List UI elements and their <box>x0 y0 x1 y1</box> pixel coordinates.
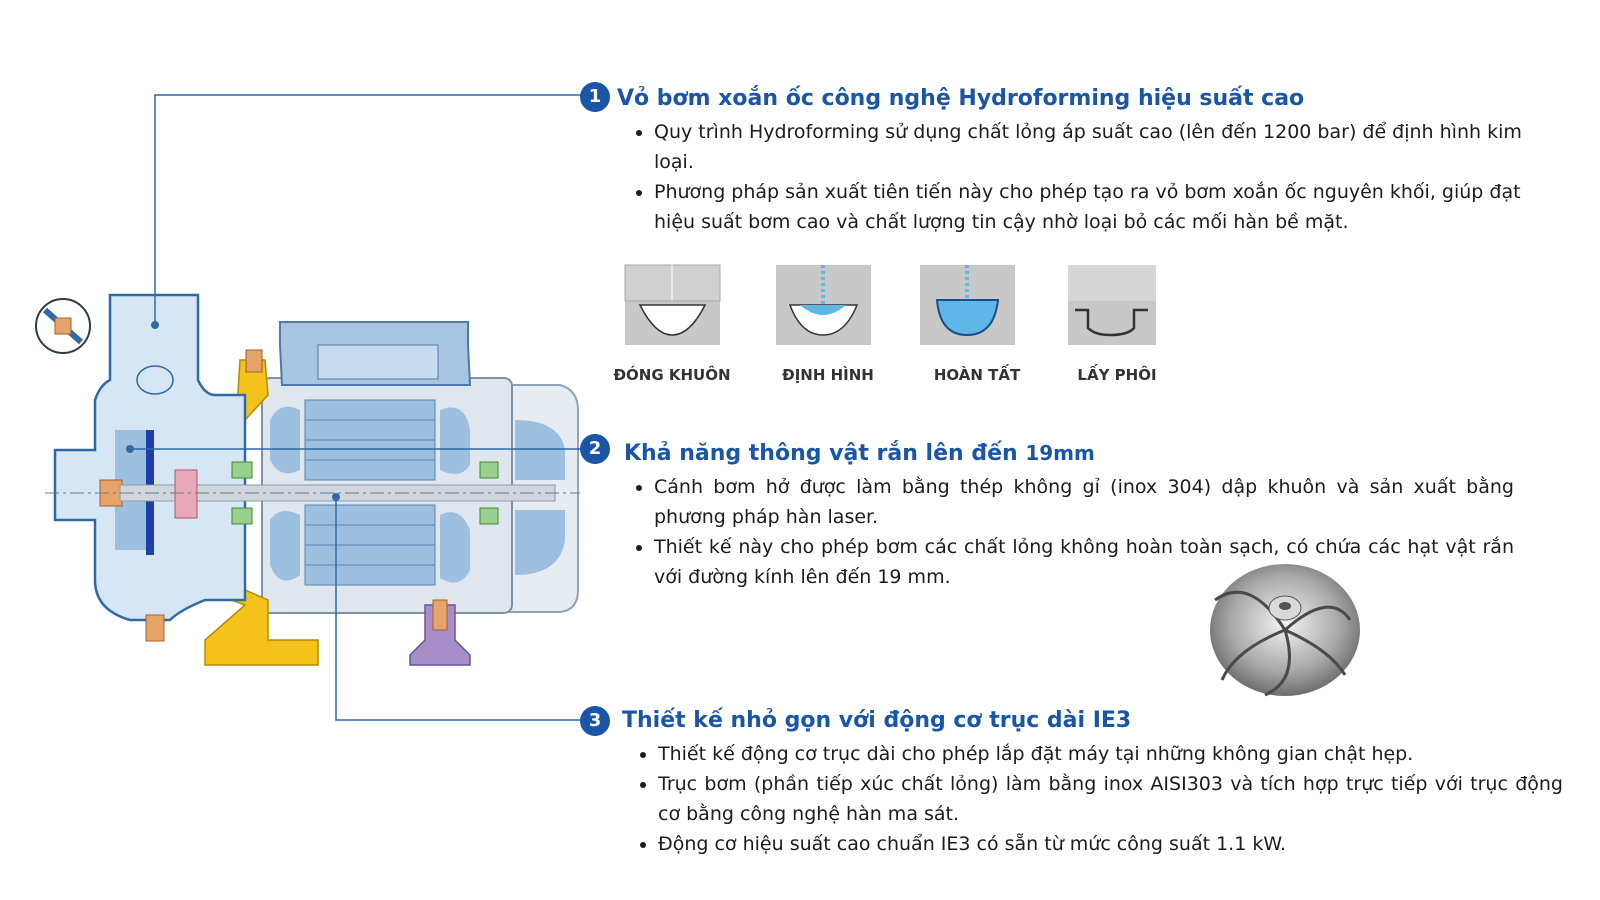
list-item: Trục bơm (phần tiếp xúc chất lỏng) làm b… <box>658 769 1563 829</box>
section-1-badge: 1 <box>580 82 610 112</box>
list-item: Thiết kế động cơ trục dài cho phép lắp đ… <box>658 739 1563 769</box>
list-item: Phương pháp sản xuất tiên tiến này cho p… <box>654 177 1534 237</box>
section-3-title: Thiết kế nhỏ gọn với động cơ trục dài IE… <box>622 708 1132 733</box>
step-label: ĐÓNG KHUÔN <box>613 366 731 384</box>
section-2-title-suffix: 19mm <box>1025 441 1095 465</box>
section-1-title: Vỏ bơm xoắn ốc công nghệ Hydroforming hi… <box>617 86 1305 111</box>
section-2-title: Khả năng thông vật rắn lên đến 19mm <box>624 441 1095 466</box>
section-3-bullets: Thiết kế động cơ trục dài cho phép lắp đ… <box>634 739 1563 859</box>
section-2-bullets: Cánh bơm hở được làm bằng thép không gỉ … <box>630 472 1514 592</box>
step-label: LẤY PHÔI <box>1077 366 1157 384</box>
step-label: HOÀN TẤT <box>933 366 1021 384</box>
list-item: Cánh bơm hở được làm bằng thép không gỉ … <box>654 472 1514 532</box>
list-item: Động cơ hiệu suất cao chuẩn IE3 có sẵn t… <box>658 829 1563 859</box>
section-2-badge: 2 <box>580 434 610 464</box>
section-2-title-text: Khả năng thông vật rắn lên đến <box>624 441 1026 466</box>
list-item: Thiết kế này cho phép bơm các chất lỏng … <box>654 532 1514 592</box>
section-1-bullets: Quy trình Hydroforming sử dụng chất lỏng… <box>630 117 1534 237</box>
section-3-badge: 3 <box>580 706 610 736</box>
step-label: ĐỊNH HÌNH <box>782 366 874 384</box>
list-item: Quy trình Hydroforming sử dụng chất lỏng… <box>654 117 1534 177</box>
